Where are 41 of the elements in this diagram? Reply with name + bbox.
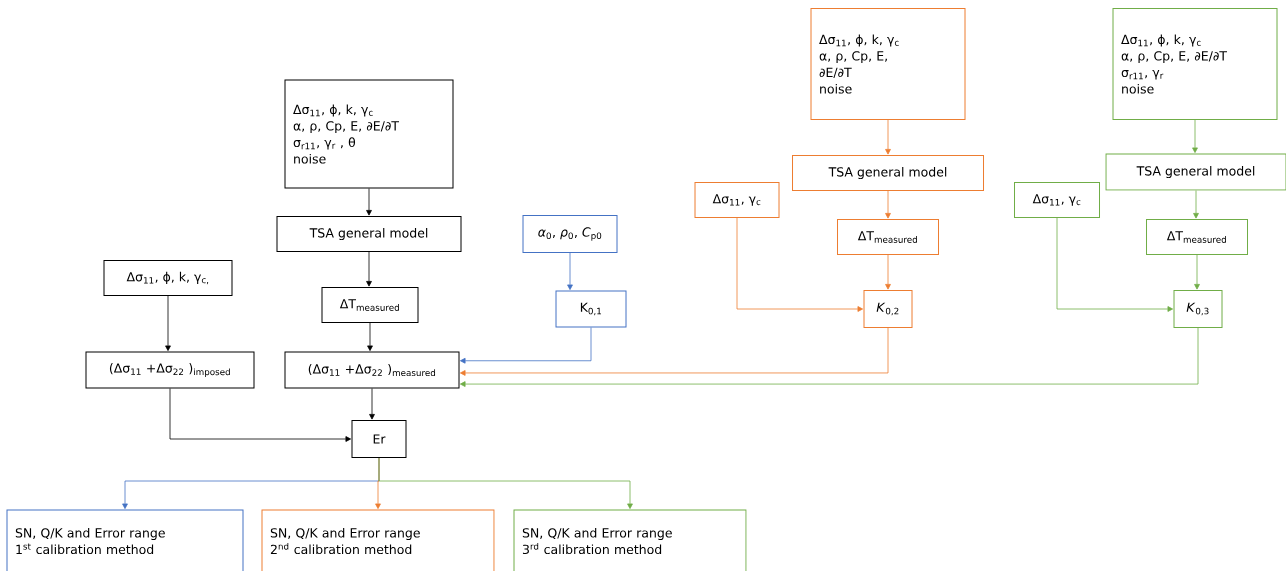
process-box: TSA general model [276, 216, 462, 252]
arrow [460, 327, 1199, 387]
process-box: Δσ$_{11}$, ϕ, k, γ$_{c}$ α, ρ, Cp, E, ∂E/∂T σ$_{r11}$, γ$_{r}$ noise [1112, 8, 1278, 120]
arrow [885, 119, 891, 155]
arrow [736, 217, 863, 312]
arrow [460, 327, 592, 364]
arrow [378, 457, 633, 509]
arrow [367, 322, 373, 351]
arrow [567, 252, 573, 290]
process-box: SN, Q/K and Error range 1$^{st}$ calibration method [6, 509, 244, 571]
process-box: ΔT$_{measured}$ [321, 287, 419, 323]
arrow [885, 254, 891, 290]
process-box: Δσ$_{11}$, ϕ, k, γ$_{c}$ α, ρ, Cp, E, ∂E/∂T noise [810, 8, 966, 120]
arrow [460, 327, 889, 376]
arrow [369, 388, 375, 420]
process-box: K$_{0,3}$ [1173, 290, 1223, 328]
arrow [169, 388, 351, 442]
arrow [1193, 190, 1199, 219]
arrow [1194, 254, 1200, 290]
process-box: TSA general model [792, 155, 984, 191]
process-box: SN, Q/K and Error range 2$^{nd}$ calibration method [261, 509, 495, 571]
process-box: Er [351, 420, 407, 458]
process-box: Δσ$_{11}$, ϕ, k, γ$_{c,}$ [103, 260, 233, 296]
arrow [366, 251, 372, 287]
arrow [885, 190, 891, 219]
arrow [1192, 119, 1198, 153]
process-box: α$_{0}$, ρ$_{0}$, C$_{p0}$ [522, 215, 618, 253]
process-box: (Δσ$_{11}$ +Δσ$_{22}$ )$_{measured}$ [284, 351, 460, 389]
process-box: K$_{0,2}$ [863, 290, 913, 328]
arrow [366, 188, 372, 216]
process-box: Δσ$_{11}$, γ$_{c}$ [694, 182, 780, 218]
process-box: K$_{0,1}$ [555, 290, 627, 328]
process-box: (Δσ$_{11}$ +Δσ$_{22}$ )$_{imposed}$ [85, 351, 255, 389]
arrow [1056, 217, 1173, 312]
process-box: TSA general model [1105, 153, 1286, 191]
process-box: ΔT$_{measured}$ [837, 219, 939, 255]
arrow [165, 295, 171, 351]
process-box: ΔT$_{measured}$ [1146, 219, 1248, 255]
process-box: SN, Q/K and Error range 3$^{rd}$ calibration method [513, 509, 747, 571]
process-box: Δσ$_{11}$, ϕ, k, γ$_{c}$ α, ρ, Cp, E, ∂E/∂T σ$_{r11}$, γ$_{r}$ , θ noise [284, 79, 454, 189]
process-box: Δσ$_{11}$, γ$_{c}$ [1014, 182, 1100, 218]
